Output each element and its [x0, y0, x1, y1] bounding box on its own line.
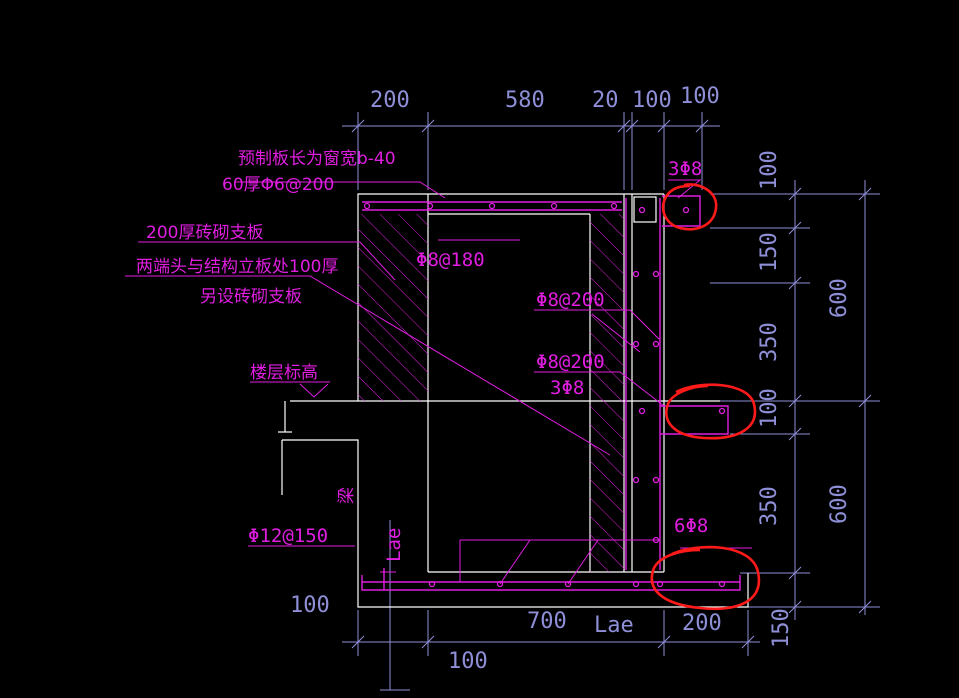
- dim-top-200: 200: [370, 88, 410, 113]
- note-brick-support-100-line2: 另设砖砌支板: [200, 287, 302, 307]
- note-precast-slab-spec: 60厚Φ6@200: [222, 175, 334, 195]
- label-anchor-vertical: Lae: [383, 528, 405, 562]
- brick-support-hatch-right: [590, 214, 624, 572]
- top-dimension-chain: [342, 112, 720, 190]
- note-beam: 梁: [337, 487, 357, 504]
- leader-lines: [125, 179, 752, 585]
- dim-left-100: 100: [290, 593, 330, 618]
- dim-top-100a: 100: [632, 88, 672, 113]
- dim-bottom-lae: Lae: [594, 613, 634, 638]
- dim-bottom-700: 700: [527, 609, 567, 634]
- rebar-dots: [363, 202, 726, 588]
- note-brick-support-200: 200厚砖砌支板: [146, 223, 263, 243]
- dim-top-100b: 100: [680, 84, 720, 109]
- right-dimension-chain: [700, 180, 880, 620]
- dim-right-600a: 600: [827, 278, 852, 318]
- dim-right-100b: 100: [757, 388, 782, 428]
- label-top-bars: 3Φ8: [668, 158, 702, 180]
- brick-support-hatch-left: [358, 214, 428, 401]
- bottom-dimension-chain: [342, 520, 760, 691]
- note-precast-slab-length: 预制板长为窗宽b-40: [238, 149, 396, 169]
- dim-bottom-100: 100: [448, 649, 488, 674]
- label-middle-bars: 3Φ8: [550, 377, 584, 399]
- structure-outline: [278, 193, 749, 608]
- rebar-layout: [361, 195, 741, 591]
- dim-right-100a: 100: [757, 150, 782, 190]
- markup-circle-middle: [665, 383, 757, 440]
- dimension-labels: 200 580 20 100 100 100 150 350 100 350 1…: [290, 84, 852, 674]
- label-bottom-bars: 6Φ8: [674, 515, 708, 537]
- label-beam-bars: Φ12@150: [248, 525, 328, 547]
- annotation-notes: 预制板长为窗宽b-40 60厚Φ6@200 200厚砖砌支板 两端头与结构立板处…: [136, 149, 396, 504]
- markup-circle-top: [661, 183, 718, 231]
- dim-right-150a: 150: [757, 232, 782, 272]
- label-wall-bars-1: Φ8@200: [536, 289, 605, 311]
- dim-right-350a: 350: [757, 322, 782, 362]
- dim-right-600b: 600: [827, 484, 852, 524]
- rebar-labels: 3Φ8 Φ8@180 Φ8@200 Φ8@200 3Φ8 6Φ8 Φ12@150…: [248, 158, 708, 562]
- label-slab-bars: Φ8@180: [416, 249, 485, 271]
- dim-right-350b: 350: [757, 486, 782, 526]
- label-wall-bars-2: Φ8@200: [536, 351, 605, 373]
- dim-top-20: 20: [592, 88, 619, 113]
- markup-circle-bottom: [650, 545, 761, 611]
- red-markup: [650, 183, 761, 611]
- dim-right-150b: 150: [769, 608, 794, 648]
- dim-bottom-200: 200: [682, 611, 722, 636]
- note-floor-level: 楼层标高: [250, 363, 318, 383]
- note-brick-support-100-line1: 两端头与结构立板处100厚: [136, 257, 338, 277]
- dim-top-580: 580: [505, 88, 545, 113]
